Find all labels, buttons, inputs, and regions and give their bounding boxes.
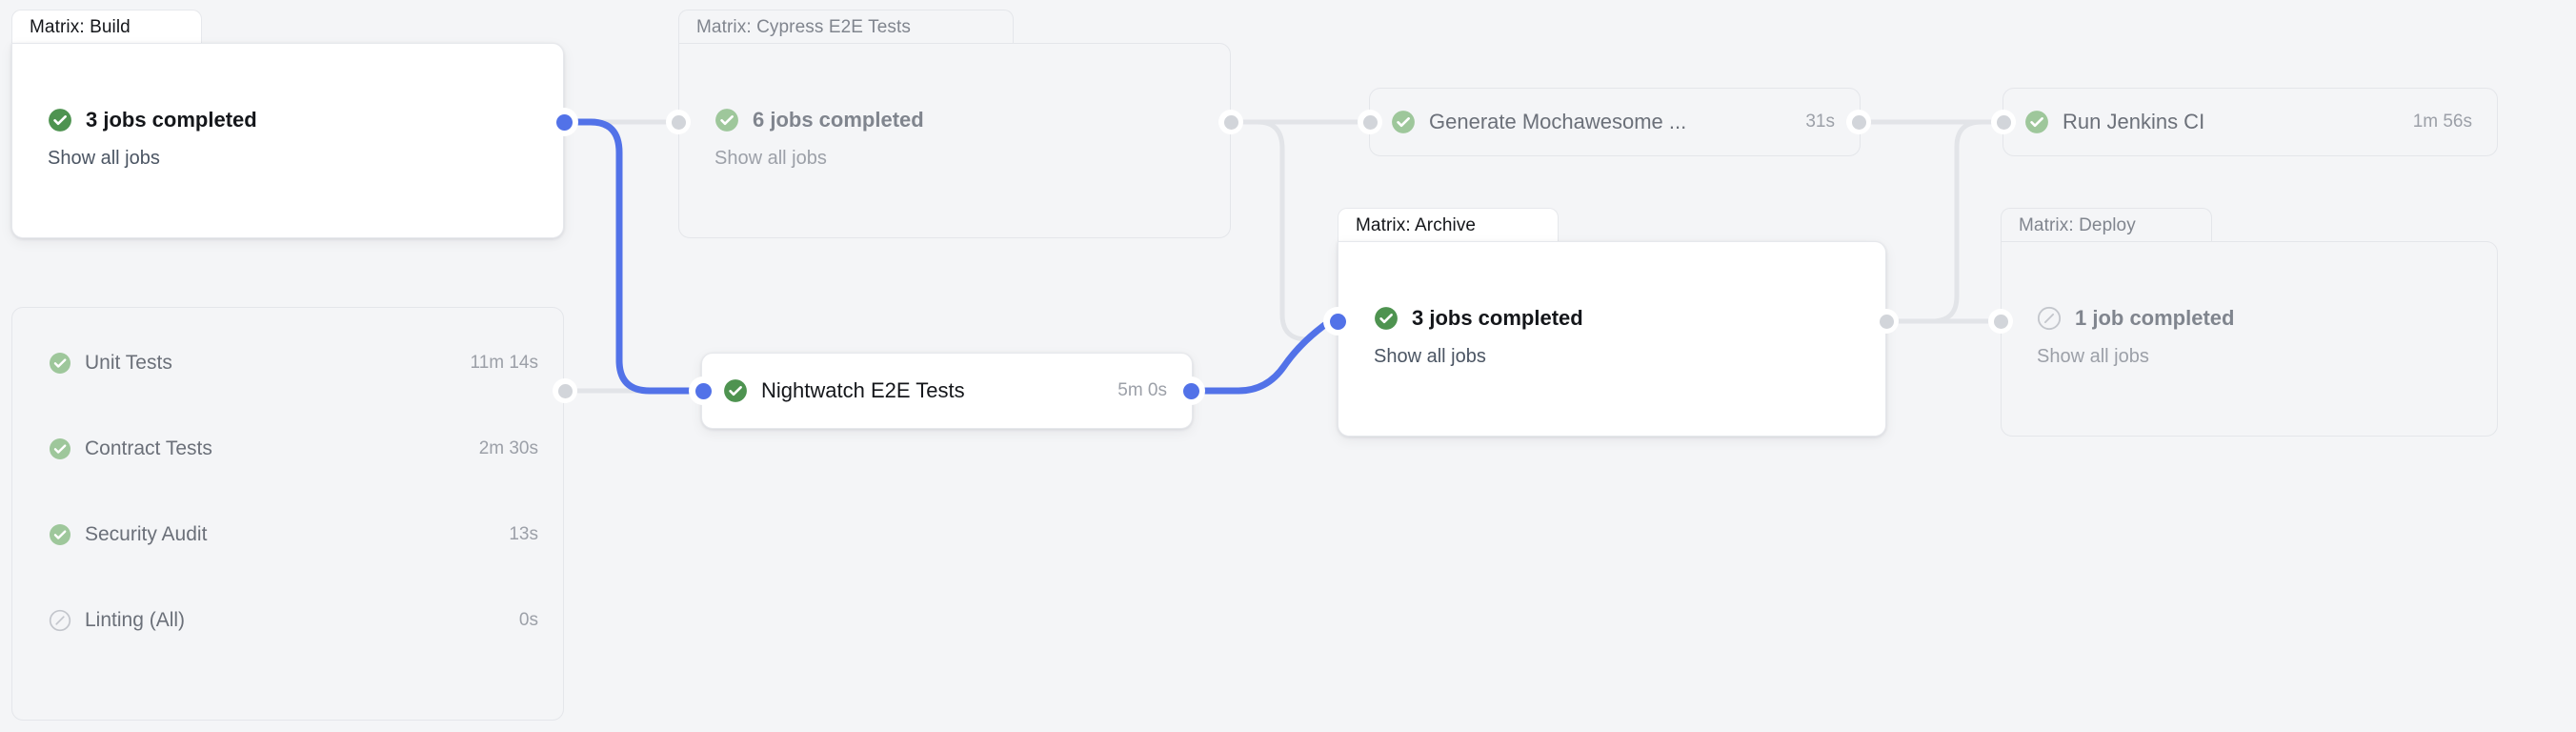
group-body-matrix-archive <box>1338 241 1886 437</box>
node-duration: 31s <box>1805 112 1835 132</box>
group-tab-matrix-archive[interactable]: Matrix: Archive <box>1338 208 1559 242</box>
node-generate-mochawesome-report[interactable]: Generate Mochawesome ... 31s <box>1369 88 1861 156</box>
port-matrix-deploy-in[interactable] <box>1988 309 2013 334</box>
group-matrix-archive[interactable]: Matrix: Archive 3 jobs completed Show al… <box>1338 208 1886 437</box>
success-check-icon <box>49 352 71 375</box>
group-content-matrix-deploy: 1 job completed Show all jobs <box>2001 306 2498 368</box>
group-status-text: 3 jobs completed <box>86 108 257 132</box>
group-tab-label: Matrix: Build <box>30 16 131 37</box>
list-item-duration: 0s <box>518 610 538 630</box>
success-check-icon <box>714 108 739 132</box>
list-item[interactable]: Contract Tests 2m 30s <box>12 430 563 468</box>
success-check-icon <box>2024 110 2049 134</box>
port-jenkins-in[interactable] <box>1991 110 2016 134</box>
group-content-matrix-cypress: 6 jobs completed Show all jobs <box>678 108 1231 170</box>
group-tab-matrix-build[interactable]: Matrix: Build <box>11 10 202 44</box>
show-all-jobs-link[interactable]: Show all jobs <box>48 148 160 169</box>
port-matrix-cypress-out[interactable] <box>1218 110 1243 134</box>
group-status-text: 3 jobs completed <box>1412 306 1583 330</box>
node-run-jenkins-ci[interactable]: Run Jenkins CI 1m 56s <box>2002 88 2498 156</box>
list-item[interactable]: Unit Tests 11m 14s <box>12 344 563 382</box>
port-nightwatch-out[interactable] <box>1177 376 1205 405</box>
group-matrix-cypress[interactable]: Matrix: Cypress E2E Tests 6 jobs complet… <box>678 10 1231 238</box>
list-item-label: Unit Tests <box>85 352 172 374</box>
node-nightwatch-e2e-tests[interactable]: Nightwatch E2E Tests 5m 0s <box>701 353 1193 429</box>
node-label: Run Jenkins CI <box>2063 110 2205 133</box>
list-item-duration: 11m 14s <box>470 353 538 373</box>
success-check-icon <box>49 523 71 546</box>
group-tab-label: Matrix: Deploy <box>2019 214 2136 235</box>
success-check-icon <box>49 437 71 460</box>
group-status-row: 3 jobs completed <box>1338 306 1886 331</box>
group-body-matrix-cypress <box>678 43 1231 238</box>
show-all-jobs-link[interactable]: Show all jobs <box>2037 346 2149 367</box>
port-matrix-archive-out[interactable] <box>1874 309 1899 334</box>
port-matrix-archive-in[interactable] <box>1323 307 1352 336</box>
group-status-row: 6 jobs completed <box>678 108 1231 132</box>
group-status-row: 1 job completed <box>2001 306 2498 331</box>
list-item[interactable]: Security Audit 13s <box>12 516 563 554</box>
node-label: Generate Mochawesome ... <box>1429 110 1687 133</box>
port-nightwatch-in[interactable] <box>689 376 717 405</box>
node-label: Nightwatch E2E Tests <box>761 378 965 402</box>
show-all-jobs-link[interactable]: Show all jobs <box>1374 346 1486 367</box>
list-item-duration: 13s <box>509 524 538 544</box>
success-check-icon <box>723 378 748 403</box>
group-body-matrix-deploy <box>2001 241 2498 437</box>
port-matrix-build-out[interactable] <box>550 108 578 136</box>
list-item-label: Linting (All) <box>85 609 186 631</box>
group-content-matrix-archive: 3 jobs completed Show all jobs <box>1338 306 1886 368</box>
group-matrix-deploy[interactable]: Matrix: Deploy 1 job completed Show all … <box>2001 208 2498 437</box>
group-status-row: 3 jobs completed <box>11 108 564 132</box>
node-duration: 5m 0s <box>1117 380 1167 400</box>
skipped-icon <box>49 609 71 632</box>
group-content-matrix-build: 3 jobs completed Show all jobs <box>11 108 564 170</box>
port-mochawesome-in[interactable] <box>1358 110 1382 134</box>
jobs-panel[interactable]: Unit Tests 11m 14s Contract Tests 2m 30s… <box>11 307 564 721</box>
group-status-text: 1 job completed <box>2075 306 2235 330</box>
list-item-duration: 2m 30s <box>478 438 538 458</box>
group-matrix-build[interactable]: Matrix: Build 3 jobs completed Show all … <box>11 10 564 238</box>
success-check-icon <box>48 108 72 132</box>
group-status-text: 6 jobs completed <box>753 108 924 132</box>
group-tab-label: Matrix: Cypress E2E Tests <box>696 16 911 37</box>
list-item[interactable]: Linting (All) 0s <box>12 601 563 640</box>
group-tab-matrix-cypress[interactable]: Matrix: Cypress E2E Tests <box>678 10 1014 44</box>
group-tab-matrix-deploy[interactable]: Matrix: Deploy <box>2001 208 2212 242</box>
port-mochawesome-out[interactable] <box>1846 110 1871 134</box>
port-jobs-panel-out[interactable] <box>553 378 577 403</box>
node-duration: 1m 56s <box>2412 112 2472 132</box>
show-all-jobs-link[interactable]: Show all jobs <box>714 148 827 169</box>
list-item-label: Security Audit <box>85 523 208 545</box>
success-check-icon <box>1374 306 1399 331</box>
skipped-icon <box>2037 306 2062 331</box>
list-item-label: Contract Tests <box>85 437 212 459</box>
success-check-icon <box>1391 110 1416 134</box>
port-matrix-cypress-in[interactable] <box>666 110 691 134</box>
group-tab-label: Matrix: Archive <box>1356 214 1477 235</box>
